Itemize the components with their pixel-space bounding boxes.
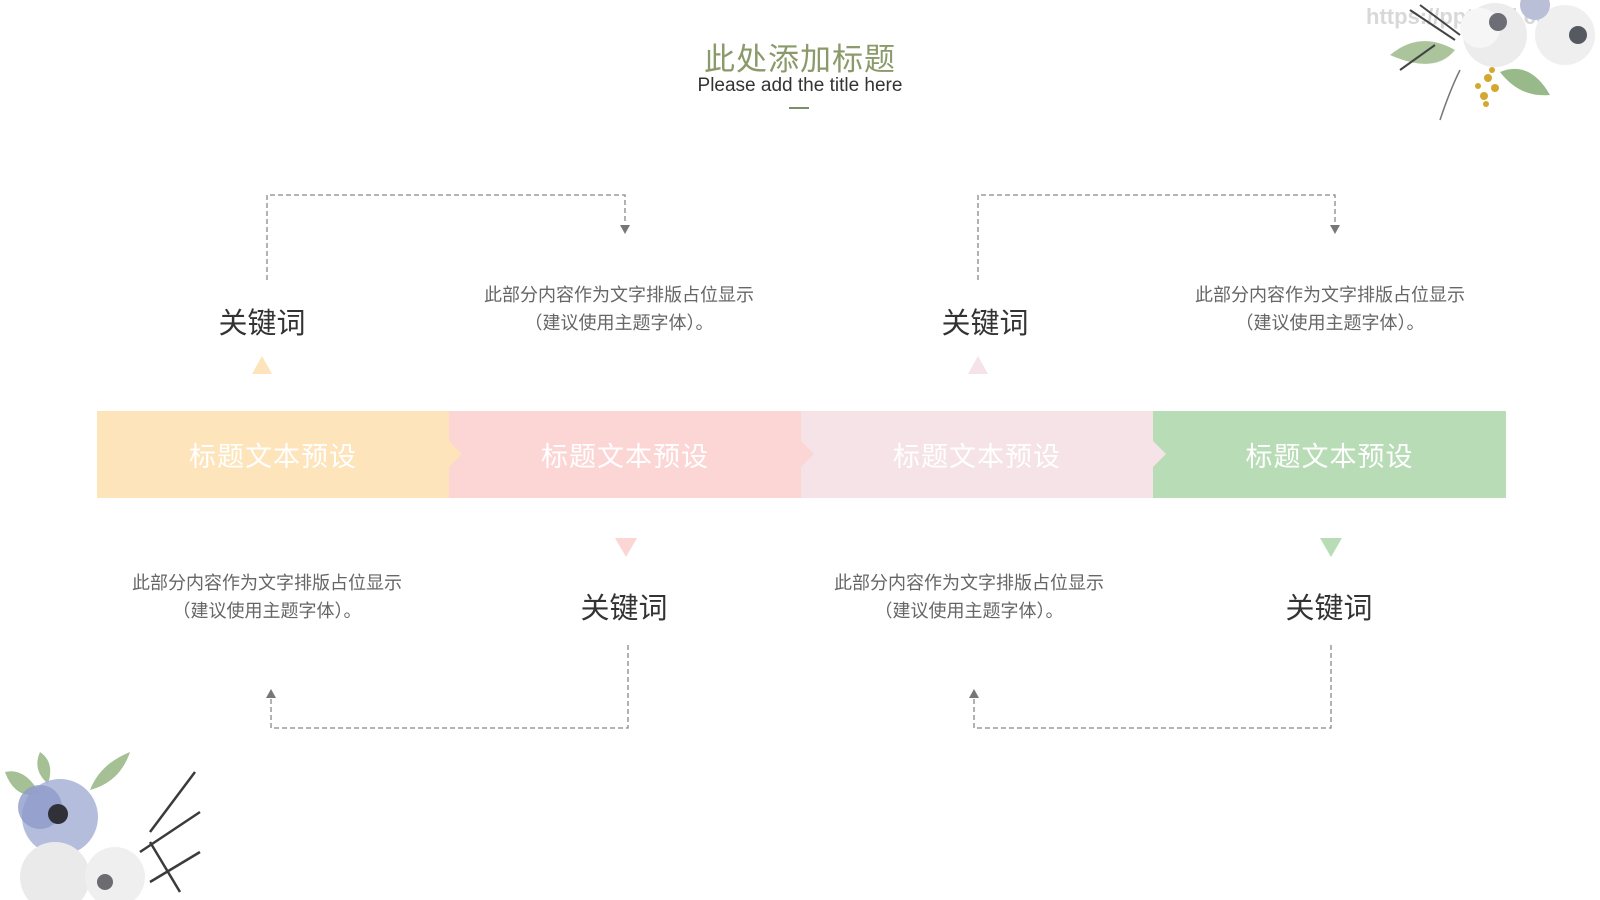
description-line: 此部分内容作为文字排版占位显示: [132, 573, 402, 594]
arrow-up-icon: [969, 689, 979, 698]
stage-label: 标题文本预设: [541, 442, 709, 473]
connector-bottom-1: [270, 645, 629, 729]
arrow-down-icon: [620, 225, 630, 234]
stage-label: 标题文本预设: [189, 442, 357, 473]
page-title: 此处添加标题: [704, 42, 896, 78]
connector-top-1: [266, 194, 626, 280]
band-notch-1: [449, 441, 462, 467]
flower-corner-bottom-left-icon: [5, 752, 201, 900]
triangle-marker-icon: [615, 538, 637, 557]
keyword-2: 关键词: [580, 591, 668, 625]
description-2: 此部分内容作为文字排版占位显示 （建议使用主题字体）。: [449, 282, 789, 338]
description-3: 此部分内容作为文字排版占位显示 （建议使用主题字体）。: [799, 570, 1139, 626]
description-4: 此部分内容作为文字排版占位显示 （建议使用主题字体）。: [1160, 282, 1500, 338]
stage-band-3: 标题文本预设: [801, 411, 1153, 498]
connector-bottom-2: [973, 645, 1332, 729]
title-underline: [789, 107, 809, 109]
arrow-up-icon: [266, 689, 276, 698]
stage-label: 标题文本预设: [1245, 442, 1414, 473]
page-subtitle: Please add the title here: [697, 75, 903, 96]
description-line: 此部分内容作为文字排版占位显示: [1195, 285, 1465, 306]
stage-band-4: 标题文本预设: [1153, 411, 1506, 498]
keyword-3: 关键词: [941, 306, 1029, 340]
description-line: （建议使用主题字体）。: [172, 601, 362, 622]
description-line: 此部分内容作为文字排版占位显示: [834, 573, 1104, 594]
description-line: （建议使用主题字体）。: [874, 601, 1064, 622]
band-notch-2: [801, 441, 814, 467]
triangle-marker-icon: [968, 356, 988, 374]
description-line: 此部分内容作为文字排版占位显示: [484, 285, 754, 306]
triangle-marker-icon: [1320, 538, 1342, 557]
triangle-marker-icon: [252, 356, 272, 374]
keyword-4: 关键词: [1285, 591, 1373, 625]
flower-corner-top-right-icon: [1390, 0, 1595, 121]
stage-band-2: 标题文本预设: [449, 411, 801, 498]
stage-label: 标题文本预设: [893, 442, 1061, 473]
description-line: （建议使用主题字体）。: [1235, 313, 1425, 334]
connector-top-2: [977, 194, 1336, 280]
band-notch-3: [1153, 441, 1166, 467]
arrow-down-icon: [1330, 225, 1340, 234]
stage-band-1: 标题文本预设: [97, 411, 449, 498]
keyword-1: 关键词: [218, 306, 306, 340]
description-1: 此部分内容作为文字排版占位显示 （建议使用主题字体）。: [97, 570, 437, 626]
description-line: （建议使用主题字体）。: [524, 313, 714, 334]
